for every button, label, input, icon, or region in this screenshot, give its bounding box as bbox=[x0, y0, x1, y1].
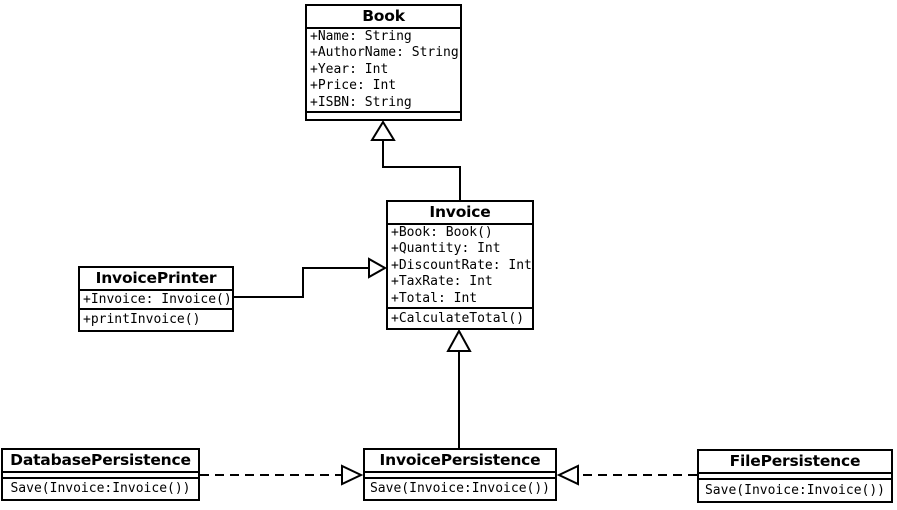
class-title: Invoice bbox=[388, 202, 532, 225]
attribute: +ISBN: String bbox=[310, 94, 412, 110]
methods-compartment: +printInvoice() bbox=[80, 308, 232, 330]
realization-filepersistence-to-invoicepersistence bbox=[556, 464, 697, 486]
attribute: +TaxRate: Int bbox=[391, 274, 493, 290]
class-title: FilePersistence bbox=[699, 451, 891, 474]
methods-compartment: +CalculateTotal() bbox=[388, 307, 532, 328]
hollow-triangle-arrowhead bbox=[368, 257, 388, 279]
methods-compartment: Save(Invoice:Invoice()) bbox=[699, 478, 891, 501]
attribute: +Year: Int bbox=[310, 61, 389, 77]
attribute: +DiscountRate: Int bbox=[391, 257, 532, 273]
class-title: InvoicePersistence bbox=[365, 450, 555, 473]
attributes-compartment: +Name: String +AuthorName: String +Year:… bbox=[307, 29, 460, 111]
method: Save(Invoice:Invoice()) bbox=[369, 481, 550, 496]
attribute: +Book: Book() bbox=[391, 225, 493, 240]
attribute: +Total: Int bbox=[391, 290, 478, 306]
hollow-triangle-arrowhead bbox=[556, 464, 579, 486]
class-title: DatabasePersistence bbox=[3, 450, 198, 473]
generalization-invoicepersistence-to-invoice bbox=[446, 328, 472, 448]
attributes-compartment: +Invoice: Invoice() bbox=[80, 291, 232, 308]
attribute: +AuthorName: String bbox=[310, 45, 459, 61]
hollow-triangle-arrowhead bbox=[341, 464, 364, 486]
realization-databasepersistence-to-invoicepersistence bbox=[200, 464, 364, 486]
class-title: Book bbox=[307, 6, 460, 29]
method: +printInvoice() bbox=[83, 312, 201, 327]
class-box-databasepersistence: DatabasePersistence Save(Invoice:Invoice… bbox=[1, 448, 200, 501]
methods-compartment-empty bbox=[307, 111, 460, 119]
methods-compartment: Save(Invoice:Invoice()) bbox=[365, 477, 555, 499]
class-box-invoicepersistence: InvoicePersistence Save(Invoice:Invoice(… bbox=[363, 448, 557, 501]
attribute: +Invoice: Invoice() bbox=[83, 292, 232, 307]
class-box-filepersistence: FilePersistence Save(Invoice:Invoice()) bbox=[697, 449, 893, 503]
attributes-compartment: +Book: Book() +Quantity: Int +DiscountRa… bbox=[388, 225, 532, 307]
class-box-book: Book +Name: String +AuthorName: String +… bbox=[305, 4, 462, 121]
method: Save(Invoice:Invoice()) bbox=[10, 481, 191, 496]
hollow-triangle-arrowhead bbox=[446, 328, 472, 352]
generalization-invoiceprinter-to-invoice bbox=[233, 257, 388, 298]
method: Save(Invoice:Invoice()) bbox=[704, 483, 885, 498]
attribute: +Price: Int bbox=[310, 78, 397, 94]
attribute: +Quantity: Int bbox=[391, 241, 501, 257]
class-title: InvoicePrinter bbox=[80, 268, 232, 291]
attribute: +Name: String bbox=[310, 29, 412, 44]
methods-compartment: Save(Invoice:Invoice()) bbox=[3, 477, 198, 499]
hollow-triangle-arrowhead bbox=[370, 120, 396, 141]
class-box-invoice: Invoice +Book: Book() +Quantity: Int +Di… bbox=[386, 200, 534, 330]
class-box-invoiceprinter: InvoicePrinter +Invoice: Invoice() +prin… bbox=[78, 266, 234, 332]
method: +CalculateTotal() bbox=[391, 311, 525, 326]
generalization-invoice-to-book bbox=[370, 120, 461, 200]
